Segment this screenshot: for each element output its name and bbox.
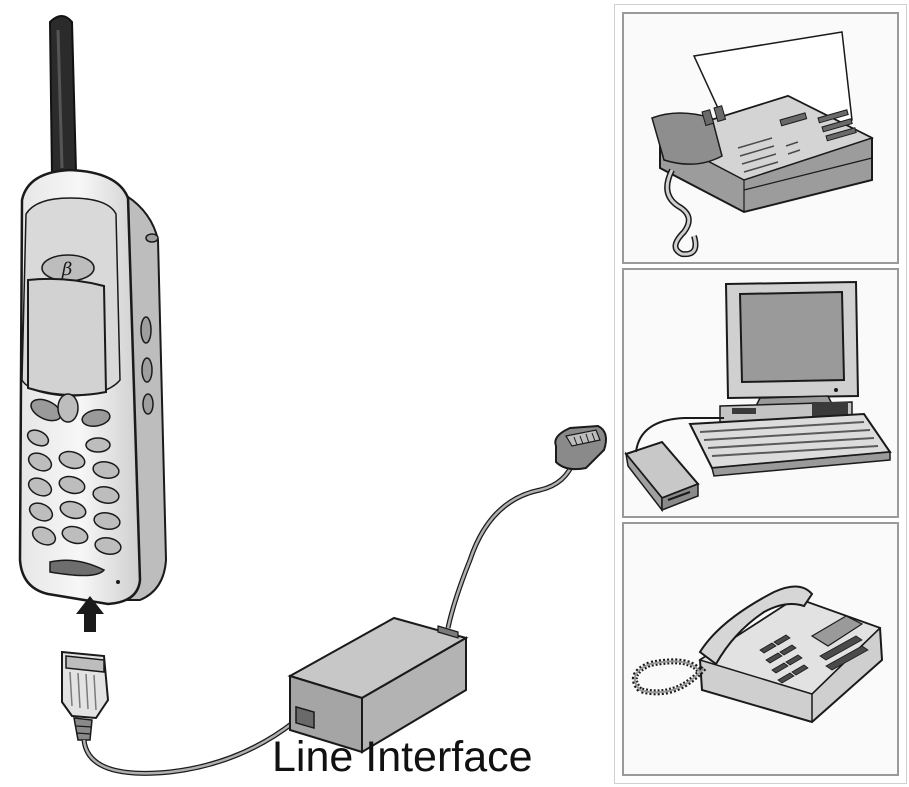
fax-machine-icon xyxy=(651,31,874,258)
connector-cable xyxy=(81,720,296,776)
modem-icon xyxy=(624,417,724,513)
modular-plug-icon xyxy=(554,424,607,471)
arrow-up-icon xyxy=(76,596,104,632)
line-interface-label: Line Interface xyxy=(272,733,533,781)
phone-logo-glyph: β xyxy=(61,259,72,280)
phone-connector-icon xyxy=(61,650,110,741)
desk-telephone-icon xyxy=(631,585,884,724)
line-interface-box-icon xyxy=(287,616,469,754)
mobile-phone-icon: β xyxy=(18,15,168,606)
computer-icon xyxy=(688,280,892,477)
